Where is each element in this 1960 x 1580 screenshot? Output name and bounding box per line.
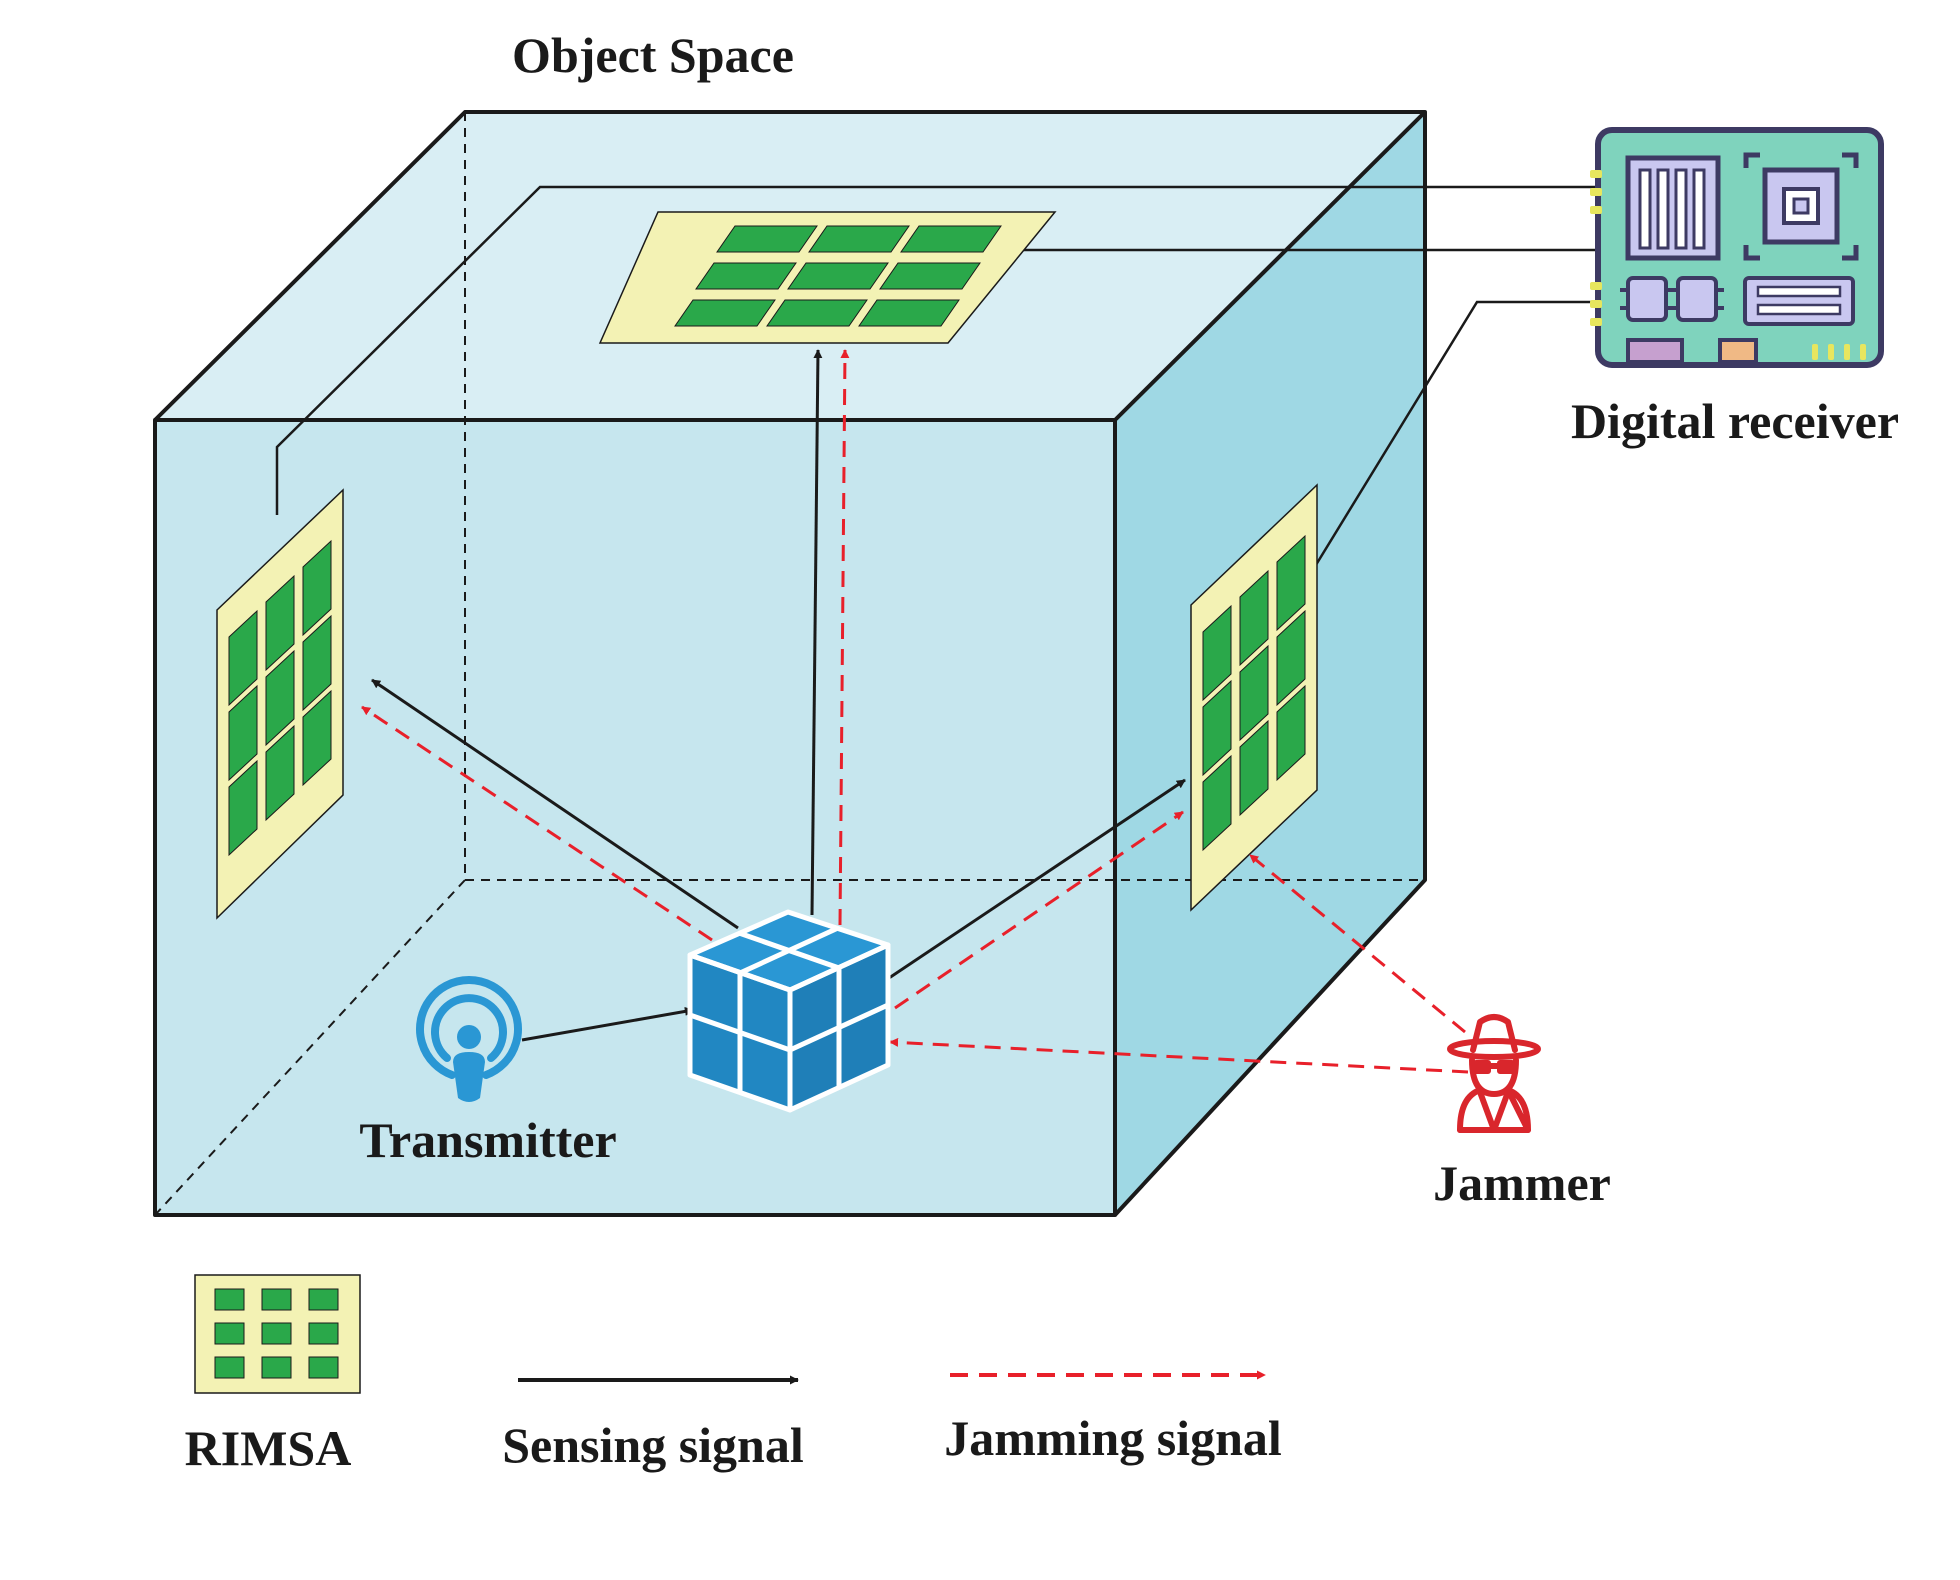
jamming-signal-to-right-rimsa (894, 810, 1184, 1010)
cube-icon (687, 909, 891, 1113)
legend-jamming-label: Jamming signal (944, 1410, 1282, 1466)
spy-icon (1447, 1014, 1541, 1133)
transmitter-label: Transmitter (359, 1112, 616, 1168)
sensing-signal-to-left-rimsa (371, 678, 739, 930)
digital-receiver-label: Digital receiver (1571, 393, 1899, 449)
transmitter-to-target-signal (521, 1006, 694, 1042)
jammer-label: Jammer (1433, 1155, 1611, 1211)
legend-sensing-label: Sensing signal (502, 1417, 804, 1473)
receiver-wires (275, 185, 1598, 574)
jamming-signal-to-left-rimsa (361, 705, 713, 942)
rimsa-panel-left-wall (216, 488, 344, 920)
circuit-board-icon (1590, 127, 1884, 368)
sensing-signals (371, 349, 1186, 1042)
sensing-signal-to-right-rimsa (888, 778, 1186, 980)
jamming-signal-to-right-rimsa-direct (1249, 853, 1466, 1034)
room-hidden-edges (154, 112, 1425, 1216)
broadcast-user-icon (416, 976, 522, 1102)
rimsa-panel-right-wall (1190, 483, 1318, 912)
rimsa-panel-ceiling (598, 211, 1057, 344)
jamming-signal-to-ceiling-rimsa (838, 349, 850, 926)
legend: RIMSA Sensing signal Jamming signal (185, 1274, 1282, 1476)
room-outline (153, 110, 1427, 1217)
legend-rimsa-swatch (194, 1274, 361, 1394)
legend-rimsa-label: RIMSA (185, 1420, 352, 1476)
jamming-signals (361, 349, 1469, 1074)
sensing-signal-to-ceiling-rimsa (810, 349, 823, 916)
jamming-signal-to-target (889, 1037, 1469, 1074)
object-space-room (153, 110, 1427, 1217)
diagram-title: Object Space (512, 27, 794, 83)
